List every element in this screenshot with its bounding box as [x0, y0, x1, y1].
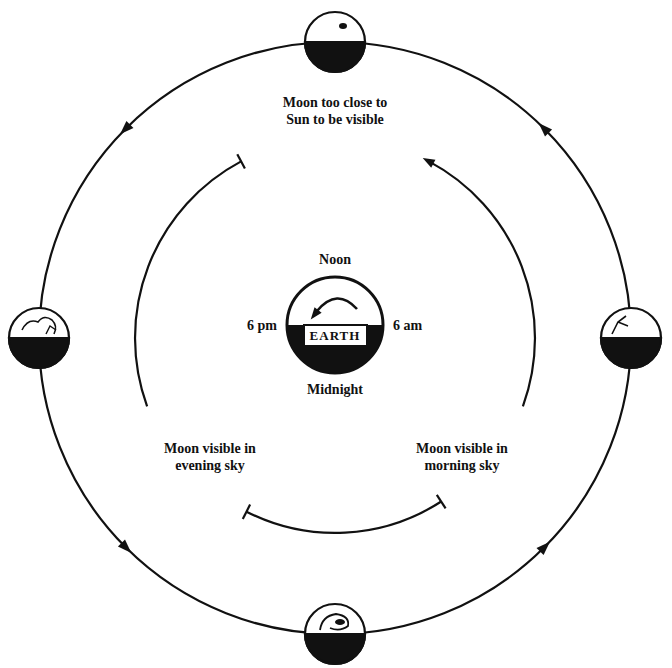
orbit-arrowhead [117, 121, 134, 138]
time-label: 6 am [393, 317, 422, 334]
arc-tick [243, 505, 250, 519]
box-text: EARTH [305, 327, 366, 344]
moon-bottom [305, 604, 365, 664]
moon-orbit [39, 42, 631, 634]
orbit-arrowhead [118, 540, 135, 557]
morning-arc [429, 161, 535, 406]
earth-label-box: EARTH [303, 324, 368, 347]
arc-tick [237, 154, 245, 168]
orbit-arrowhead [535, 120, 552, 137]
arc-tick [437, 495, 446, 509]
earth-circle: Noon6 pm6 amMidnightEARTH [285, 275, 385, 375]
evening-arc [135, 161, 241, 406]
visibility-note: Moon visible in morning sky [402, 440, 522, 474]
moon-left [9, 308, 69, 368]
moon-right [601, 308, 661, 368]
time-label: 6 pm [247, 317, 277, 334]
moon-top [305, 12, 365, 72]
time-label: Noon [319, 251, 351, 268]
phase-note: Moon too close to Sun to be visible [279, 94, 391, 128]
orbit-arrowhead [537, 538, 554, 555]
night-arc [247, 502, 442, 533]
arc-arrowhead [421, 154, 436, 168]
time-label: Midnight [307, 381, 363, 398]
visibility-note: Moon visible in evening sky [150, 440, 270, 474]
